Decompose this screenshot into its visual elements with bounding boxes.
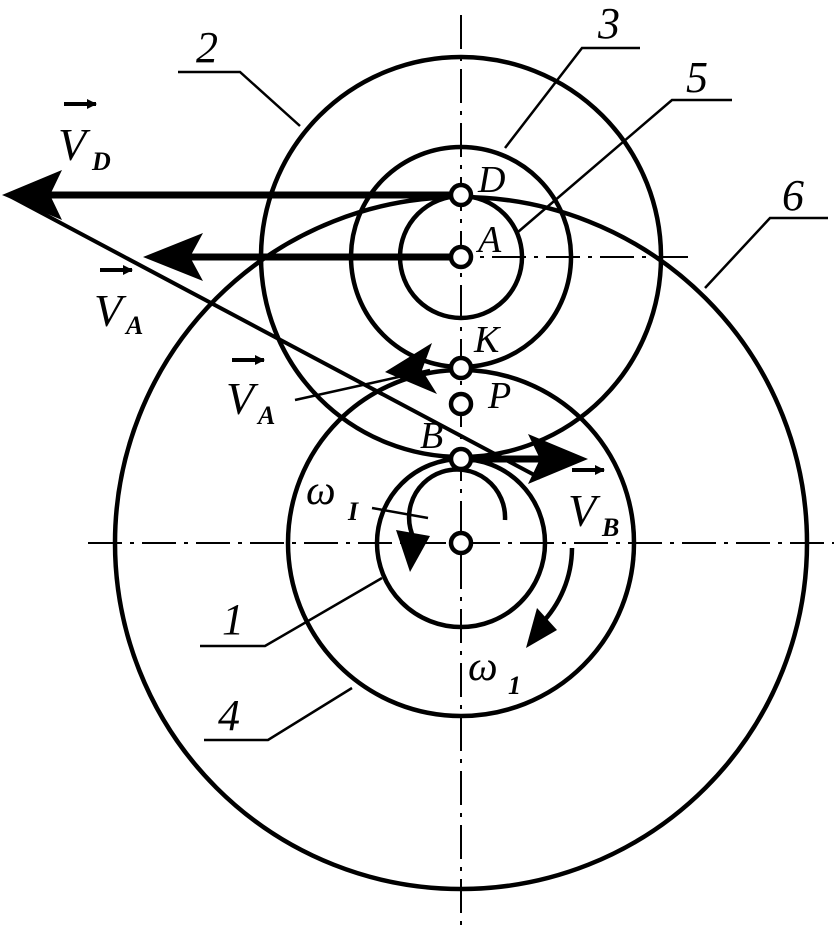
label-point-a: A — [475, 219, 502, 261]
label-omega-i: ω I — [306, 468, 359, 526]
label-vector-vb: V B — [568, 465, 619, 542]
label-part-3: 3 — [597, 0, 620, 48]
pin-k — [448, 355, 474, 381]
svg-text:ω: ω — [306, 468, 336, 514]
label-vector-va-top: V A — [94, 265, 143, 340]
label-point-d: D — [477, 159, 505, 201]
svg-text:A: A — [124, 311, 143, 340]
label-vector-va-k: V A — [226, 355, 275, 430]
leader-2 — [178, 70, 301, 127]
omega-i-head — [396, 530, 430, 572]
label-part-4: 4 — [218, 691, 240, 740]
leader-5 — [517, 98, 732, 233]
svg-text:D: D — [91, 147, 111, 176]
label-point-b: B — [420, 415, 443, 457]
svg-text:A: A — [256, 401, 275, 430]
svg-text:V: V — [58, 119, 91, 170]
pin-p — [448, 391, 474, 417]
svg-text:ω: ω — [468, 644, 498, 690]
vector-va-head — [143, 233, 203, 281]
pin-a — [448, 244, 474, 270]
leader-1 — [200, 576, 383, 648]
svg-text:V: V — [568, 485, 601, 536]
svg-text:I: I — [347, 497, 359, 526]
pin-d — [448, 182, 474, 208]
leader-3 — [504, 46, 640, 149]
label-part-5: 5 — [686, 53, 708, 102]
label-part-6: 6 — [782, 171, 804, 220]
pin-b — [448, 446, 474, 472]
label-omega-1: ω 1 — [468, 644, 521, 700]
svg-text:V: V — [94, 285, 127, 336]
omega-1-head — [526, 608, 557, 648]
label-part-1: 1 — [222, 595, 244, 644]
vector-va-k-leader — [294, 368, 431, 402]
leader-omega-i — [371, 506, 429, 520]
leader-4 — [204, 686, 353, 742]
vector-vb-head — [528, 434, 588, 484]
omega-i-arc — [406, 467, 508, 550]
label-point-p: P — [487, 375, 511, 417]
svg-text:1: 1 — [508, 671, 521, 700]
label-part-2: 2 — [196, 23, 218, 72]
label-point-k: K — [473, 319, 501, 361]
label-vector-vd: V D — [58, 99, 111, 176]
vector-va-k-head — [385, 343, 437, 394]
velocity-distribution-line — [7, 193, 541, 480]
svg-text:B: B — [601, 513, 619, 542]
svg-text:V: V — [226, 373, 259, 424]
vector-vd-head — [2, 170, 62, 220]
leader-6 — [704, 216, 828, 289]
pin-o — [448, 530, 474, 556]
